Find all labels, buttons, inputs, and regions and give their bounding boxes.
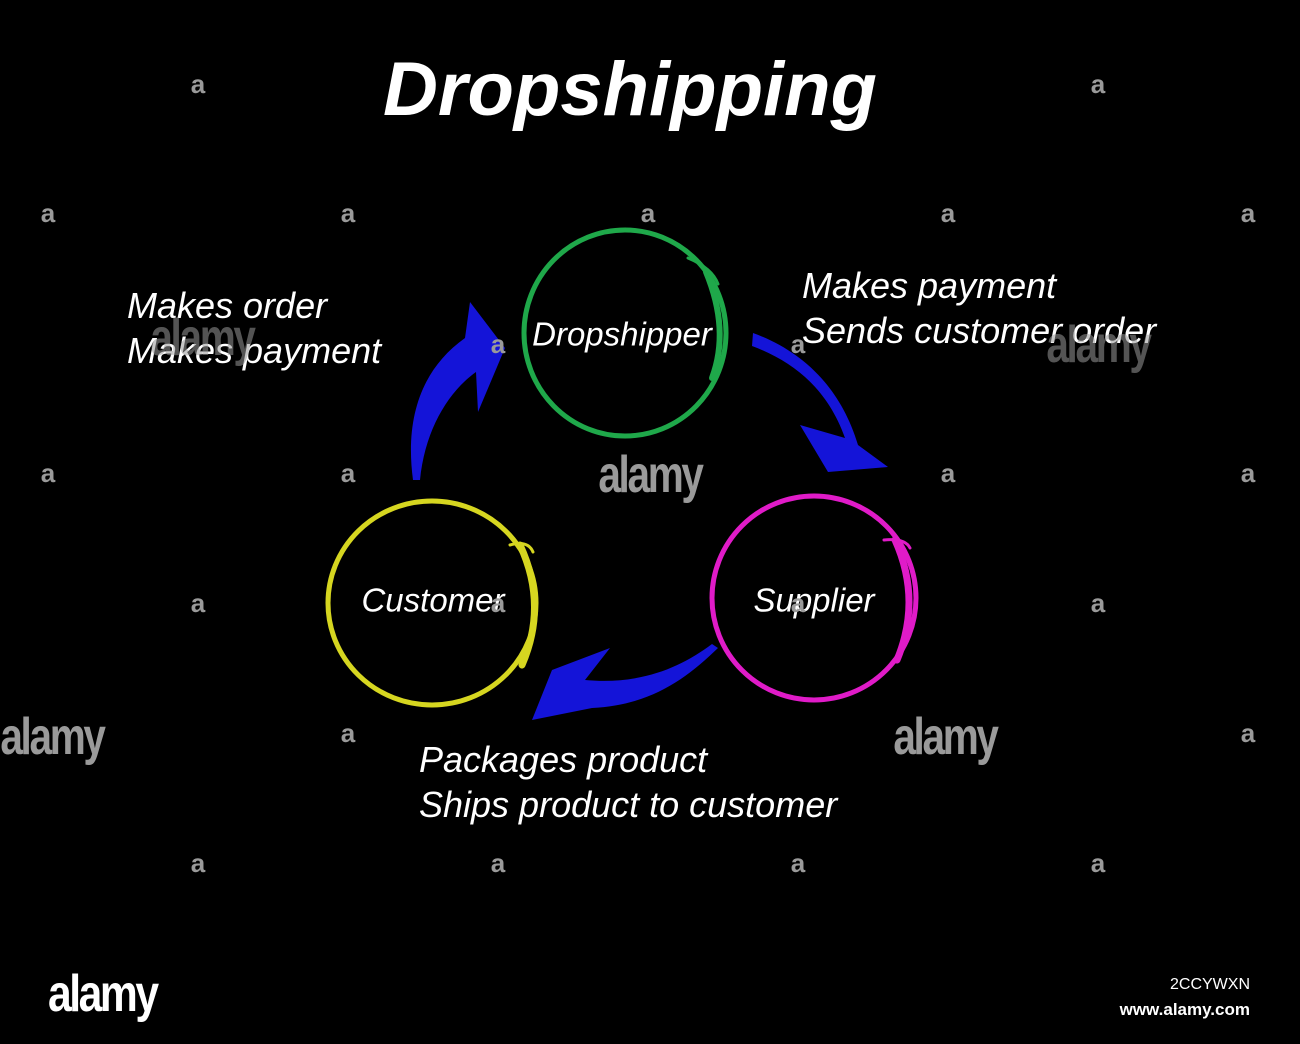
watermark-glyph: a [190, 69, 206, 99]
arrow-dropshipper-to-supplier [752, 333, 888, 472]
footer-logo: alamy [48, 965, 159, 1023]
watermark-glyph: a [790, 848, 806, 878]
diagram-title: Dropshipping [383, 47, 877, 132]
node-label-supplier: Supplier [753, 581, 875, 619]
watermark-glyph: a [190, 588, 206, 618]
dropshipper-circle [521, 227, 729, 439]
watermark-glyph: a [490, 329, 506, 359]
watermark-glyph: a [40, 198, 56, 228]
watermark-glyph: a [1240, 718, 1256, 748]
watermark-glyph: a [340, 458, 356, 488]
supplier-circle [709, 493, 919, 703]
watermark-glyph: a [790, 329, 806, 359]
watermark-glyph: a [340, 198, 356, 228]
watermark-glyph: a [790, 588, 806, 618]
watermark-glyph: a [1090, 588, 1106, 618]
edge-label-line: Makes payment [802, 265, 1057, 306]
watermark-word: alamy [1046, 316, 1152, 374]
edge-label-line: Makes order [127, 285, 328, 326]
watermark-word: alamy [0, 708, 106, 766]
watermark-glyph: a [1240, 458, 1256, 488]
node-label-customer: Customer [361, 581, 505, 619]
watermark-glyph: a [340, 718, 356, 748]
edge-label-line: Sends customer order [802, 310, 1157, 351]
watermark-word: alamy [893, 708, 999, 766]
edge-label-dropshipper-to-supplier: Makes payment Sends customer order [802, 263, 1156, 353]
edge-label-line: Makes payment [127, 330, 382, 371]
watermark-glyph: a [1090, 69, 1106, 99]
watermark-glyph: a [1240, 198, 1256, 228]
edge-label-supplier-to-customer: Packages product Ships product to custom… [419, 737, 837, 827]
watermark-glyph: a [490, 588, 506, 618]
stock-image-id: 2CCYWXN [1169, 976, 1250, 993]
stock-site-url: www.alamy.com [1119, 1000, 1250, 1019]
watermark-glyph: a [40, 458, 56, 488]
customer-circle [325, 498, 539, 708]
watermark-glyph: a [190, 848, 206, 878]
edge-label-line: Packages product [419, 739, 708, 780]
arrow-customer-to-dropshipper [410, 302, 505, 480]
watermark-word: alamy [150, 309, 256, 367]
watermark-glyph: a [490, 848, 506, 878]
watermark-word: alamy [598, 446, 704, 504]
arrow-supplier-to-customer [532, 644, 718, 720]
edge-label-line: Ships product to customer [419, 784, 838, 825]
watermark-glyph: a [1090, 848, 1106, 878]
watermark-glyph: a [940, 458, 956, 488]
node-label-dropshipper: Dropshipper [532, 315, 712, 353]
watermark-glyph: a [640, 198, 656, 228]
watermark-glyph: a [940, 198, 956, 228]
edge-label-customer-to-dropshipper: Makes order Makes payment [127, 283, 381, 373]
